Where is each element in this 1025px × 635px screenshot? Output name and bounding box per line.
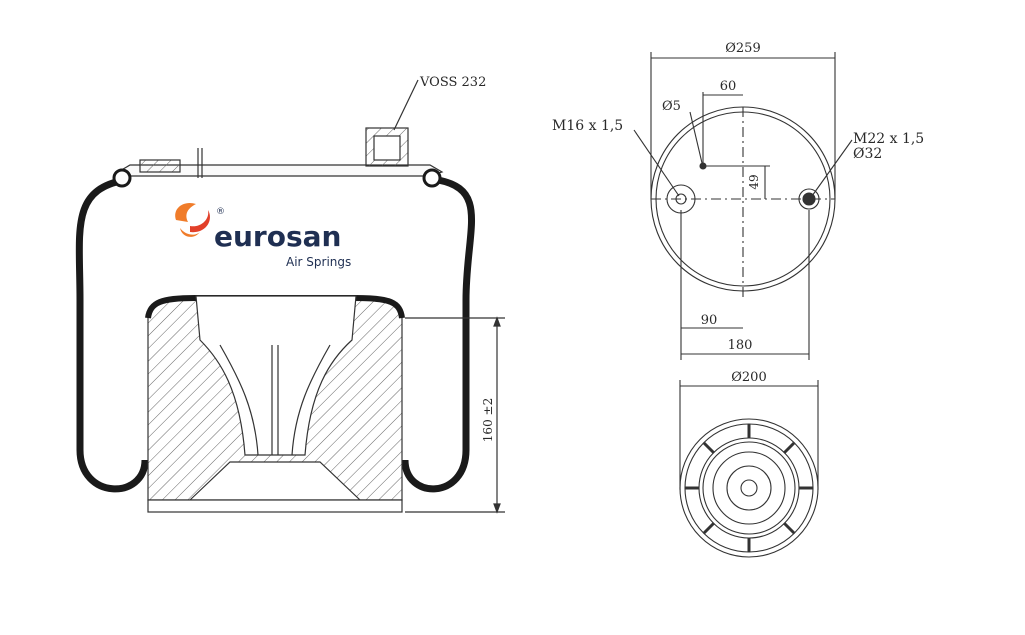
rubber-bellow <box>75 176 149 493</box>
brand-logo: ® eurosan Air Springs <box>175 202 351 269</box>
bead-right <box>422 168 442 188</box>
dim-200: Ø200 <box>731 370 766 385</box>
bottom-view <box>679 380 819 558</box>
valve-leader <box>393 79 419 131</box>
bottom-outer-circle <box>679 418 819 558</box>
logo-swirl-icon <box>175 202 196 222</box>
piston-cavity <box>195 295 357 456</box>
top-view <box>633 52 853 360</box>
right-port-m22 <box>798 188 820 210</box>
brand-registered: ® <box>216 207 225 217</box>
piston-foot <box>147 499 403 513</box>
dim-90: 90 <box>701 313 718 328</box>
leader-hole <box>689 111 703 164</box>
height-dim-label: 160 ±2 <box>481 398 495 442</box>
side-view <box>75 79 505 514</box>
bead-left <box>112 168 132 188</box>
dim-180: 180 <box>728 338 753 353</box>
valve-label: VOSS 232 <box>419 75 486 90</box>
bottom-ribs <box>685 424 813 552</box>
top-plate-insert <box>139 159 181 173</box>
label-right-port-dia: Ø32 <box>853 146 882 162</box>
label-left-port: M16 x 1,5 <box>552 118 623 134</box>
dim-259: Ø259 <box>725 41 760 56</box>
leader-m22 <box>811 139 853 197</box>
dim-49: 49 <box>747 174 761 189</box>
bottom-center-hole <box>740 479 758 497</box>
leader-m16 <box>633 129 680 197</box>
brand-subtitle: Air Springs <box>286 255 351 269</box>
dim-60: 60 <box>720 79 737 94</box>
brand-name: eurosan <box>214 220 341 253</box>
dim-hole-5: Ø5 <box>662 99 681 114</box>
label-right-port-thread: M22 x 1,5 <box>853 131 924 147</box>
